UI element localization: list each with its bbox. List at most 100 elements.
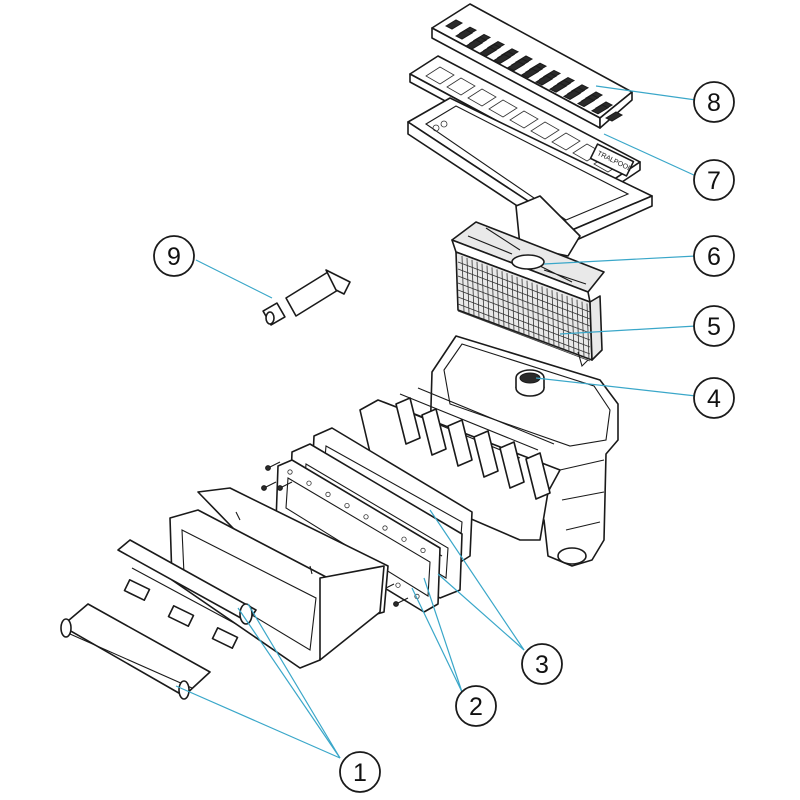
mesh-line bbox=[466, 257, 470, 314]
callout-3: 3 bbox=[521, 643, 563, 685]
frame-cell bbox=[467, 88, 497, 107]
callout-8: 8 bbox=[693, 81, 735, 123]
mouth-rib bbox=[499, 441, 525, 489]
mesh-line bbox=[471, 259, 475, 316]
part-filter-basket bbox=[455, 251, 603, 368]
flow-adjuster-knob bbox=[515, 369, 545, 397]
part-grating bbox=[431, 3, 633, 129]
callout-1-label: 1 bbox=[353, 759, 367, 787]
callout-3-label: 3 bbox=[535, 651, 549, 679]
part-lid-surround: TRALPOOL bbox=[407, 97, 653, 257]
callout-6-label: 6 bbox=[707, 243, 721, 271]
frame-cell bbox=[509, 110, 539, 129]
part-glue-tube bbox=[262, 269, 351, 326]
mesh-line bbox=[586, 303, 590, 360]
leader-lines bbox=[175, 85, 697, 759]
callout-2-label: 2 bbox=[469, 693, 483, 721]
part-weir-flap bbox=[117, 539, 257, 650]
mesh-line bbox=[546, 288, 550, 345]
frame-cell bbox=[425, 66, 455, 85]
callout-4-label: 4 bbox=[707, 385, 721, 413]
mesh-line bbox=[526, 280, 530, 337]
callout-8-label: 8 bbox=[707, 89, 721, 117]
mouth-ribs bbox=[395, 397, 551, 500]
part-weir-door bbox=[60, 603, 211, 700]
mesh-row bbox=[457, 310, 591, 362]
callout-9-label: 9 bbox=[167, 243, 181, 271]
frame-cell bbox=[551, 132, 581, 151]
mesh-row bbox=[457, 275, 591, 327]
callout-1: 1 bbox=[339, 751, 381, 793]
front-plate-hole bbox=[325, 491, 331, 497]
mesh-line bbox=[511, 274, 515, 332]
frame-cell bbox=[446, 77, 476, 96]
mesh-line bbox=[571, 297, 575, 354]
grating-slot bbox=[604, 111, 624, 122]
callouts: 8 7 6 5 4 3 2 1 bbox=[153, 81, 735, 793]
mesh-line bbox=[501, 271, 505, 328]
front-plate-hole bbox=[287, 469, 293, 475]
grating-slot bbox=[464, 39, 484, 50]
grating-slot bbox=[454, 29, 474, 40]
basket-mesh bbox=[457, 255, 591, 362]
mesh-line bbox=[551, 290, 555, 347]
front-plate-hole bbox=[401, 536, 407, 542]
mouth-rib bbox=[395, 397, 421, 445]
frame-cell bbox=[488, 99, 518, 118]
frame-cell bbox=[530, 121, 560, 140]
front-plate-hole bbox=[306, 480, 312, 486]
mouth-rib bbox=[421, 408, 447, 456]
mesh-row bbox=[457, 268, 591, 320]
grating-slot bbox=[520, 68, 540, 79]
grating-slot bbox=[562, 89, 582, 100]
grating-slot bbox=[492, 53, 512, 64]
mesh-line bbox=[531, 282, 535, 339]
callout-6: 6 bbox=[693, 235, 735, 277]
mesh-line bbox=[516, 276, 520, 333]
mesh-line bbox=[476, 261, 480, 318]
mesh-line bbox=[481, 263, 485, 320]
loose-screw-head bbox=[261, 485, 267, 491]
mesh-row bbox=[457, 296, 591, 348]
front-plate-hole bbox=[363, 514, 369, 520]
grating-frame-cells bbox=[425, 66, 623, 173]
mesh-line bbox=[461, 255, 465, 313]
loose-screw-head bbox=[277, 485, 283, 491]
mesh-line bbox=[506, 273, 510, 330]
grating-slots bbox=[444, 19, 624, 122]
callout-9: 9 bbox=[153, 235, 195, 277]
front-plate-hole bbox=[420, 547, 426, 554]
front-plate-hole bbox=[382, 525, 388, 531]
mesh-line bbox=[496, 269, 500, 326]
grating-slot bbox=[478, 46, 498, 57]
grating-slot bbox=[548, 82, 568, 93]
mesh-row bbox=[457, 303, 591, 355]
mouth-rib bbox=[525, 452, 551, 500]
callout-5: 5 bbox=[693, 305, 735, 347]
mesh-line bbox=[486, 265, 490, 322]
mouth-rib bbox=[447, 419, 473, 467]
callout-7-label: 7 bbox=[707, 167, 721, 195]
grating-slot bbox=[534, 75, 554, 86]
grating-slot bbox=[576, 97, 596, 108]
grating-slot bbox=[590, 104, 610, 115]
mesh-line bbox=[491, 267, 495, 324]
mesh-line bbox=[576, 299, 580, 356]
part-mouth-extension bbox=[169, 487, 389, 669]
mouth-rib bbox=[473, 430, 499, 478]
loose-screw-head bbox=[265, 465, 271, 471]
front-plate-hole bbox=[344, 502, 350, 509]
callout-2: 2 bbox=[455, 685, 497, 727]
grating-slot bbox=[444, 19, 464, 30]
mesh-row bbox=[457, 282, 591, 334]
mesh-line bbox=[581, 301, 585, 358]
callout-5-label: 5 bbox=[707, 313, 721, 341]
mesh-row bbox=[457, 261, 591, 313]
callout-7: 7 bbox=[693, 159, 735, 201]
mesh-line bbox=[556, 292, 560, 349]
callout-4: 4 bbox=[693, 377, 735, 419]
mesh-line bbox=[566, 295, 570, 352]
loose-screw-head bbox=[393, 601, 399, 607]
part-basket-lid bbox=[451, 221, 605, 303]
